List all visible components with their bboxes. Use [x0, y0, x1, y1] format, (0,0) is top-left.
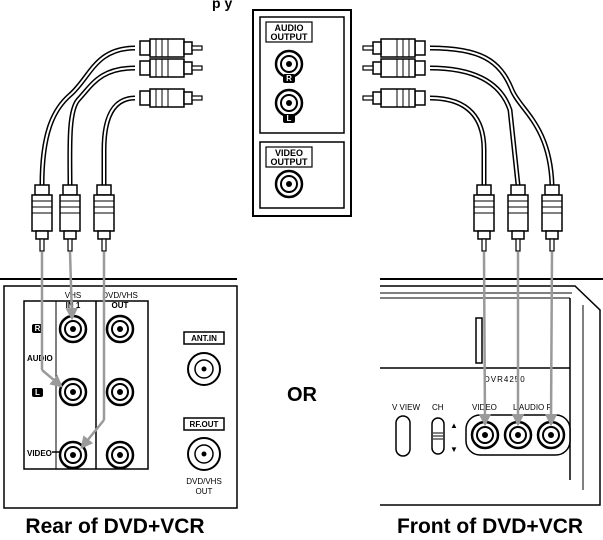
vhs-in-audio-l-jack: [58, 377, 88, 407]
vhs-in-audio-r-jack: [58, 314, 88, 344]
rca-plug: [31, 184, 53, 252]
rf-out-sublabel: DVD/VHS: [186, 477, 222, 486]
vhs-in-label: VHS: [65, 291, 81, 300]
front-audio-label: L AUDIO R: [513, 403, 552, 412]
rca-plug: [541, 184, 563, 252]
rca-plug: [139, 38, 203, 58]
audio-output-label: AUDIO: [275, 23, 304, 33]
out-audio-l-jack: [105, 377, 135, 407]
video-output-label: VIDEO: [275, 148, 303, 158]
rca-plug: [139, 58, 203, 78]
rf-out-label: RF.OUT: [190, 420, 219, 429]
left-badge: [283, 114, 295, 123]
dvdvhs-out-label: OUT: [112, 301, 129, 310]
rca-plug: [363, 89, 425, 107]
l-badge-text: L: [35, 388, 40, 397]
right-badge-text: R: [286, 74, 292, 83]
rca-plug: [59, 184, 81, 252]
rca-plug: [363, 59, 425, 77]
connection-arrows: [40, 251, 558, 449]
v-view-label: V VIEW: [392, 403, 420, 412]
video-label: VIDEO: [27, 449, 52, 458]
left-badge-text: L: [287, 114, 292, 123]
video-output-jack: [274, 169, 304, 199]
r-badge-text: R: [35, 324, 41, 333]
out-audio-r-jack: [105, 314, 135, 344]
r-badge: [32, 324, 43, 333]
rca-plug: [507, 184, 529, 252]
model-label: DVR4250: [484, 375, 526, 384]
video-output-label: OUTPUT: [271, 157, 309, 167]
rear-caption: Rear of DVD+VCR: [25, 515, 204, 538]
front-audio-l-jack: [503, 420, 533, 450]
partial-title: p y: [212, 0, 232, 11]
front-panel: DVR4250 V VIEW CH ▲ ▼ VIDEO L AUDIO R: [380, 278, 603, 506]
out-video-jack: [105, 440, 135, 470]
v-view-button: [395, 415, 411, 457]
rca-plug: [363, 39, 425, 57]
l-badge: [32, 388, 43, 397]
or-label: OR: [287, 384, 318, 406]
ant-in-label: ANT.IN: [191, 334, 217, 343]
front-video-jack: [470, 420, 500, 450]
rca-plug: [93, 184, 115, 252]
vhs-in-label: IN 1: [66, 301, 81, 310]
rear-panel: VHS IN 1 DVD/VHS OUT R AUDIO L VIDEO ANT…: [0, 278, 238, 509]
audio-label: AUDIO: [27, 354, 53, 363]
front-caption: Front of DVD+VCR: [397, 515, 583, 538]
right-badge: [283, 74, 295, 83]
front-audio-r-jack: [536, 420, 566, 450]
audio-output-label: OUTPUT: [271, 32, 309, 42]
left-cable-bundle: [31, 38, 203, 252]
source-output-panel: AUDIO OUTPUT R L VIDEO OUTPUT: [252, 9, 352, 217]
ch-up-icon: ▲: [450, 421, 458, 430]
rca-plug: [473, 184, 495, 252]
audio-left-jack: [274, 88, 304, 118]
rf-out-sublabel: OUT: [196, 487, 213, 496]
rca-plug: [139, 88, 203, 108]
ch-label: CH: [432, 403, 444, 412]
right-cable-bundle: [363, 39, 563, 252]
ch-down-icon: ▼: [450, 445, 458, 454]
dvdvhs-out-label: DVD/VHS: [102, 291, 138, 300]
